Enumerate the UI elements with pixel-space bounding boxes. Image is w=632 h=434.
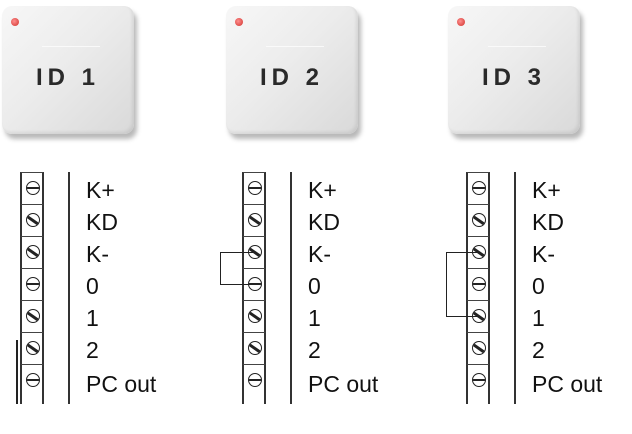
screw-icon <box>26 373 40 387</box>
led-icon <box>11 18 19 26</box>
terminal-label-kd: KD <box>308 209 340 235</box>
terminal-label-k-plus: K+ <box>308 177 337 203</box>
terminal-label-2: 2 <box>308 337 321 363</box>
terminal-label-1: 1 <box>86 305 99 331</box>
jumper-wire <box>220 252 254 285</box>
jumper-wire <box>16 340 18 404</box>
terminal-label-pc-out: PC out <box>86 371 157 397</box>
terminal-label-pc-out: PC out <box>308 371 379 397</box>
terminal-label-k-plus: K+ <box>86 177 115 203</box>
terminal-label-0: 0 <box>532 273 545 299</box>
screw-icon <box>472 213 486 227</box>
led-icon <box>457 18 465 26</box>
screw-icon <box>248 341 262 355</box>
terminal-label-k-minus: K- <box>86 241 109 267</box>
reader-label: ID 2 <box>259 64 324 91</box>
reader-label: ID 1 <box>35 64 100 91</box>
terminal-label-kd: KD <box>86 209 118 235</box>
reader-id2: ID 2 <box>226 6 358 134</box>
screw-icon <box>26 341 40 355</box>
terminal-label-kd: KD <box>532 209 564 235</box>
terminal-label-1: 1 <box>532 305 545 331</box>
screw-icon <box>248 213 262 227</box>
terminal-label-k-minus: K- <box>308 241 331 267</box>
screw-icon <box>26 277 40 291</box>
led-icon <box>235 18 243 26</box>
screw-icon <box>248 309 262 323</box>
terminal-label-0: 0 <box>308 273 321 299</box>
jumper-wire <box>446 252 478 317</box>
reader-label: ID 3 <box>481 64 546 91</box>
screw-icon <box>26 245 40 259</box>
terminal-label-k-plus: K+ <box>532 177 561 203</box>
terminal-label-1: 1 <box>308 305 321 331</box>
terminal-label-0: 0 <box>86 273 99 299</box>
screw-icon <box>248 181 262 195</box>
screw-icon <box>26 181 40 195</box>
terminal-label-2: 2 <box>86 337 99 363</box>
screw-icon <box>26 309 40 323</box>
terminal-label-2: 2 <box>532 337 545 363</box>
screw-icon <box>248 373 262 387</box>
terminal-label-pc-out: PC out <box>532 371 603 397</box>
screw-icon <box>472 373 486 387</box>
reader-id3: ID 3 <box>448 6 580 134</box>
screw-icon <box>472 277 486 291</box>
screw-icon <box>26 213 40 227</box>
terminal-label-k-minus: K- <box>532 241 555 267</box>
screw-icon <box>472 341 486 355</box>
screw-icon <box>472 181 486 195</box>
reader-id1: ID 1 <box>2 6 134 134</box>
